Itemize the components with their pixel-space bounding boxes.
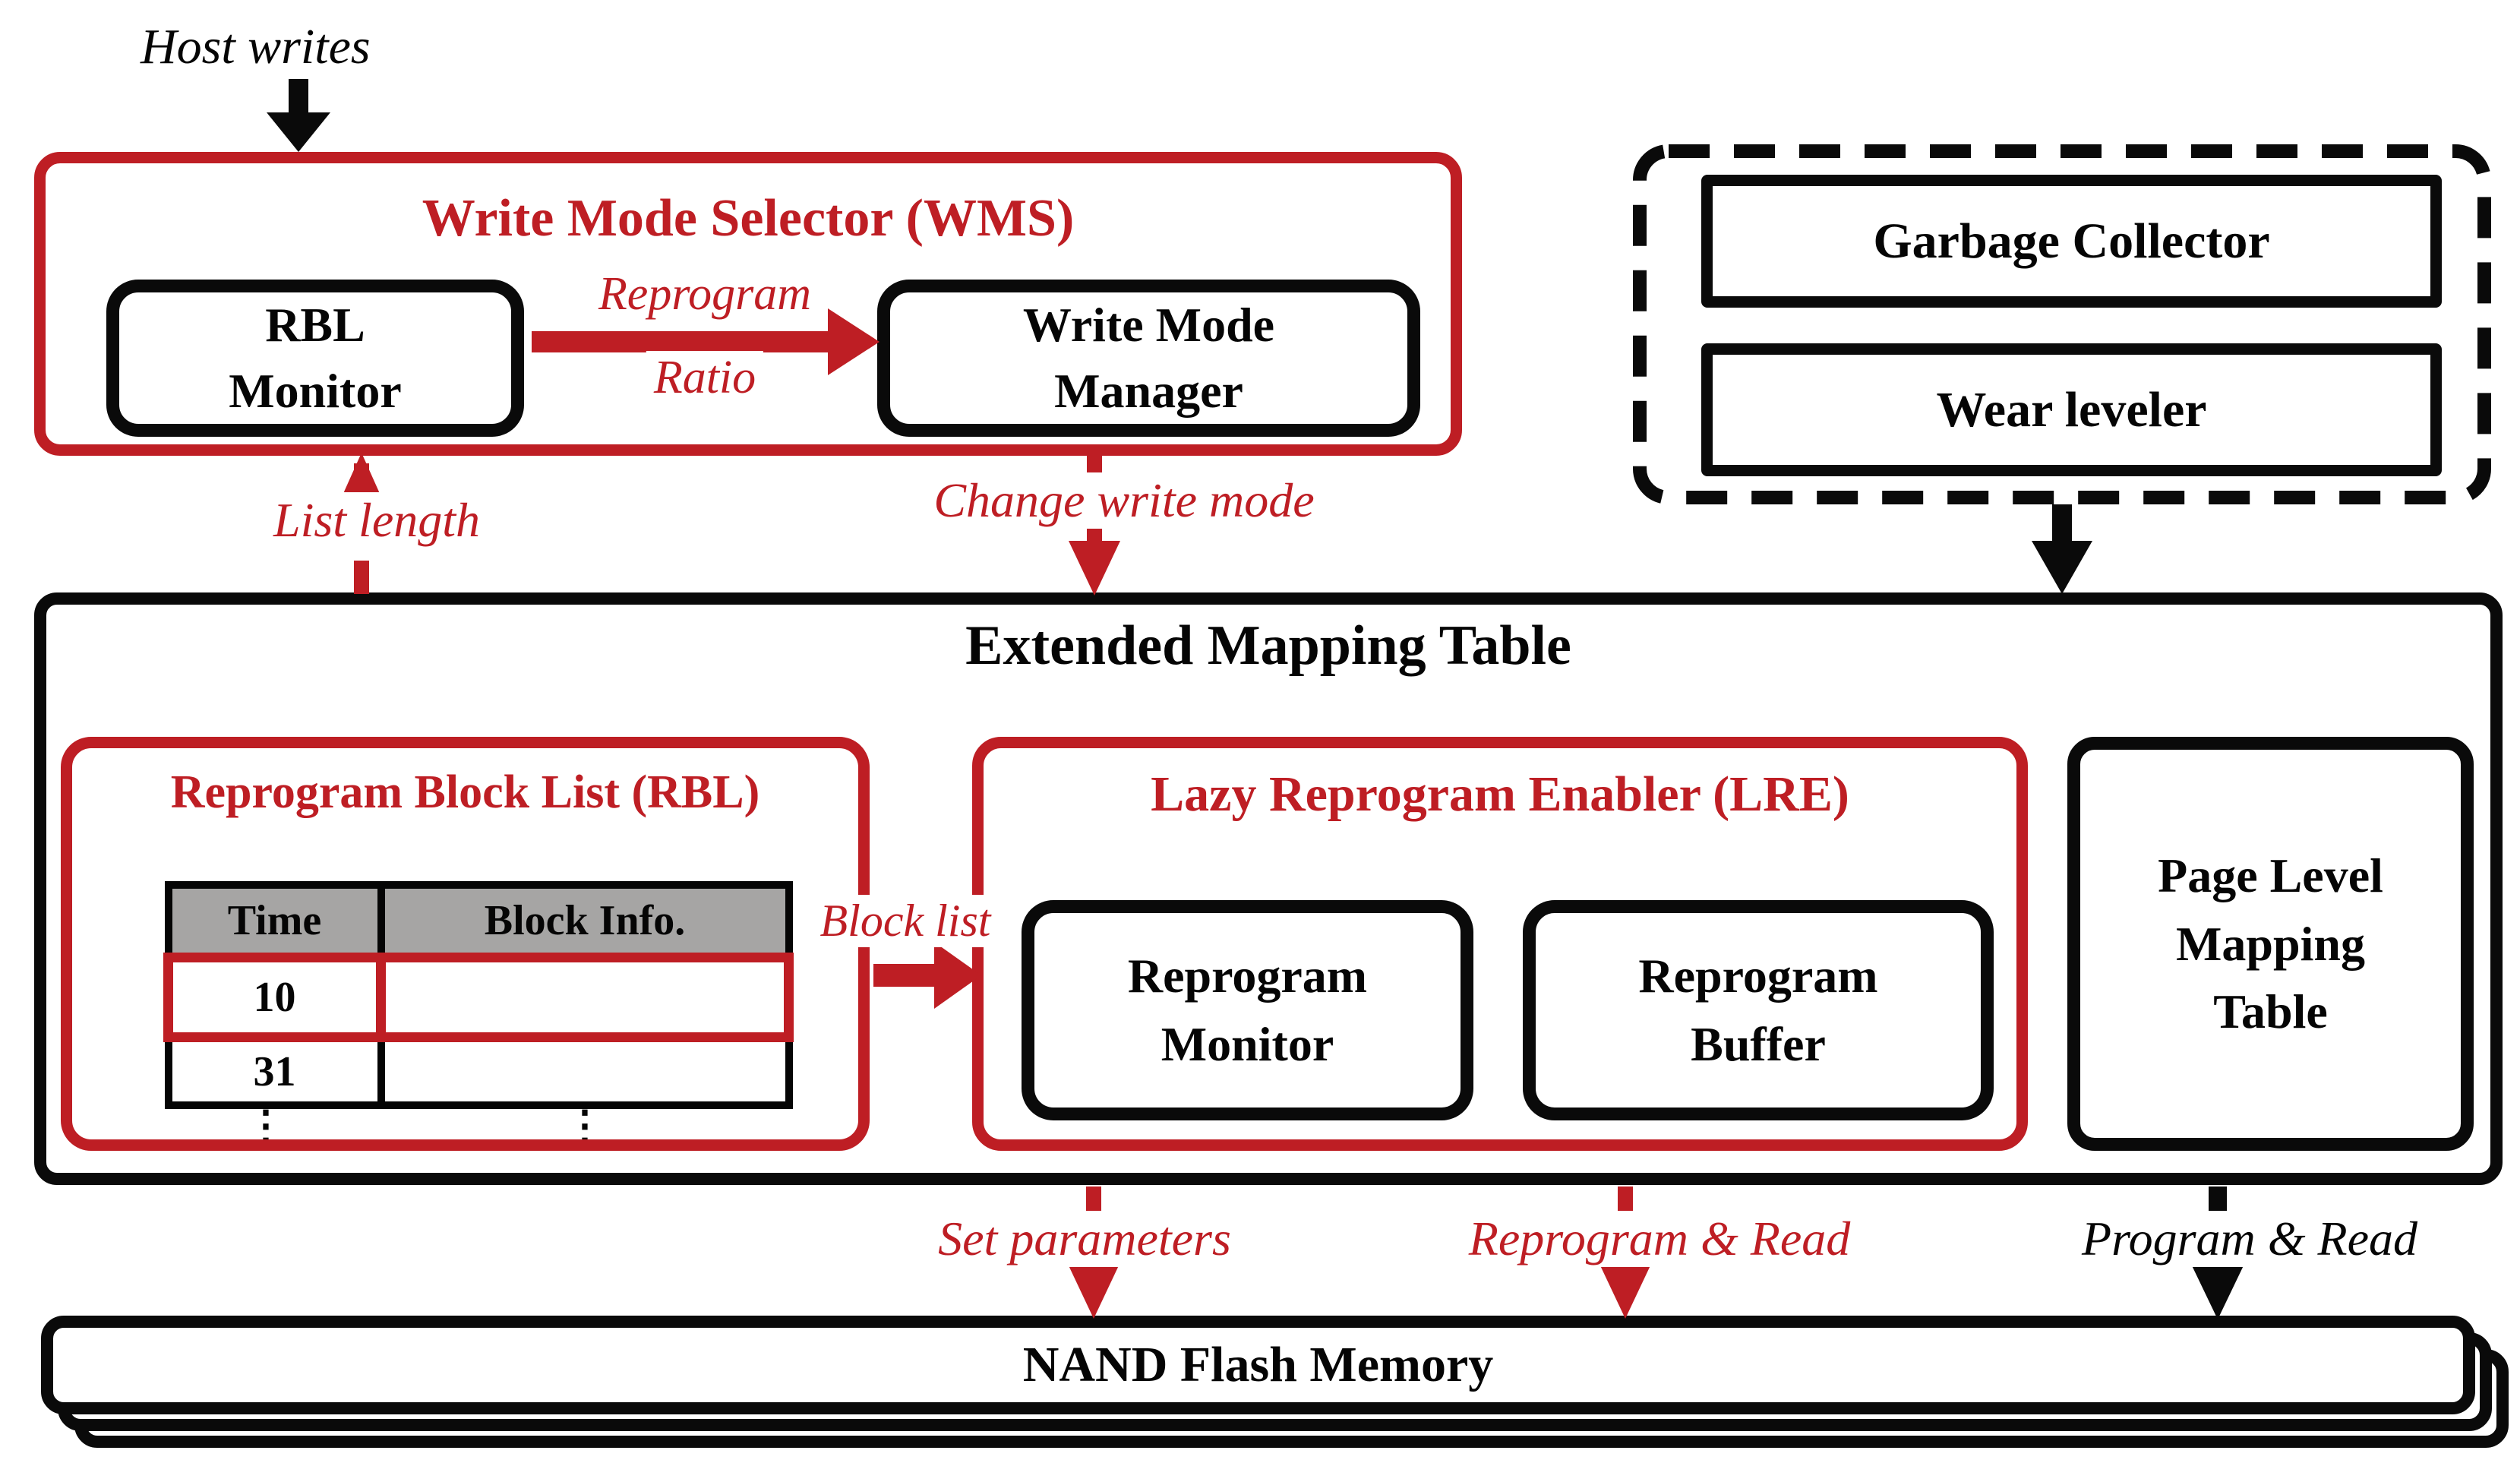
rbl-title: Reprogram Block List (RBL) [170,766,760,818]
extended-mapping-table-box [34,592,2503,1185]
rbl-table-header-time: Time [164,881,385,961]
lre-box [972,737,2028,1151]
program-read-label: Program & Read [2073,1211,2426,1267]
rbl-table-header-row: Time Block Info. [164,881,793,961]
extended-mapping-table-title: Extended Mapping Table [965,615,1571,677]
set-parameters-label: Set parameters [930,1211,1239,1267]
wear-leveler-box: Wear leveler [1701,343,2442,476]
reprogram-ratio-label-line1: Reprogram [590,267,819,321]
wms-title: Write Mode Selector (WMS) [422,189,1075,248]
change-write-mode-label: Change write mode [926,472,1322,529]
rbl-monitor-box: RBL Monitor [106,280,524,437]
rbl-table-cell-blockinfo [376,952,794,1042]
rbl-table-row-highlighted: 10 [163,952,794,1042]
nand-flash-memory-box: NAND Flash Memory [41,1316,2475,1414]
reprogram-read-label: Reprogram & Read [1461,1211,1858,1267]
reprogram-ratio-label-line2: Ratio [646,351,764,405]
block-list-label: Block list [812,895,999,947]
write-mode-manager-box: Write Mode Manager [877,280,1420,437]
rbl-table-cell-time: 31 [164,1033,385,1109]
rbl-table: Time Block Info. 10 31 [163,881,794,1109]
page-level-mapping-table-box: Page Level Mapping Table [2067,737,2474,1151]
garbage-collector-box: Garbage Collector [1701,175,2442,308]
reprogram-buffer-box: Reprogram Buffer [1523,900,1994,1120]
rbl-box [61,737,870,1151]
host-writes-label: Host writes [141,19,371,74]
rbl-table-row: 31 [164,1033,793,1109]
rbl-table-cell-time: 10 [163,952,386,1042]
host-writes-arrow [267,79,330,152]
rbl-table-header-blockinfo: Block Info. [377,881,793,961]
gc-to-emt-arrow [2032,504,2092,594]
list-length-label: List length [265,492,488,548]
rbl-table-cell-blockinfo [377,1033,793,1109]
lre-title: Lazy Reprogram Enabler (LRE) [1151,766,1849,822]
wms-box [34,152,1462,456]
reprogram-monitor-box: Reprogram Monitor [1022,900,1473,1120]
